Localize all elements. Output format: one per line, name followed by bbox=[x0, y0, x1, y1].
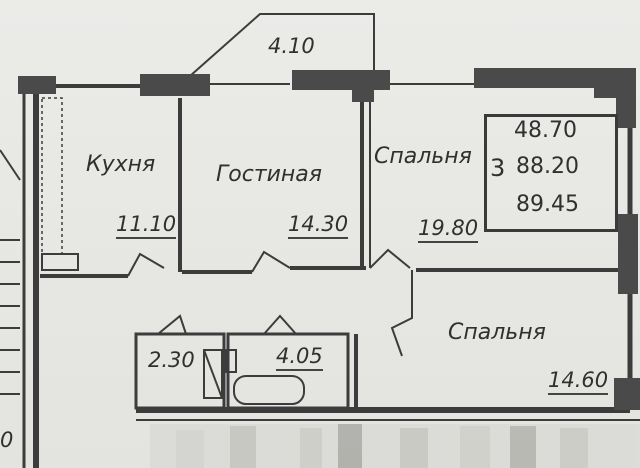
kitchen-counter bbox=[41, 97, 63, 255]
sink bbox=[225, 349, 237, 373]
room-bedroom2-name: Спальня bbox=[448, 320, 546, 345]
total-area-value: 88.20 bbox=[516, 154, 579, 179]
kitchen-counter-2 bbox=[41, 253, 79, 271]
wall-pillars bbox=[18, 68, 640, 410]
room-kitchen-area: 11.10 bbox=[116, 214, 177, 239]
pillar-5 bbox=[618, 214, 638, 294]
room-bedroom2-area: 14.60 bbox=[548, 370, 609, 395]
bathtub bbox=[233, 375, 305, 405]
balcony-outline bbox=[189, 13, 375, 77]
staircase bbox=[0, 149, 21, 395]
door-bedroom1 bbox=[369, 248, 411, 269]
room-bedroom1-name: Спальня bbox=[374, 144, 472, 169]
pillar-1 bbox=[18, 76, 56, 94]
balcony-area: 4.10 bbox=[268, 34, 315, 58]
total-with-balcony-value: 89.45 bbox=[516, 192, 579, 217]
room-living-name: Гостиная bbox=[216, 162, 323, 187]
room-bedroom1-area: 19.80 bbox=[418, 218, 479, 243]
bath-area: 4.05 bbox=[276, 346, 323, 371]
room-kitchen-name: Кухня bbox=[86, 152, 156, 177]
pillar-6 bbox=[614, 378, 640, 410]
door-bedroom2 bbox=[390, 270, 413, 357]
door-living bbox=[251, 250, 291, 273]
rooms-count: 3 bbox=[490, 154, 506, 182]
wc-fixture bbox=[203, 349, 223, 399]
door-bath bbox=[263, 314, 297, 335]
door-kitchen bbox=[127, 252, 165, 277]
wc-area: 2.30 bbox=[148, 348, 195, 372]
pillar-4 bbox=[474, 68, 636, 128]
pillar-3 bbox=[292, 70, 390, 102]
pillar-2 bbox=[140, 74, 210, 96]
edge-fragment: 0 bbox=[0, 428, 14, 452]
bottom-strip bbox=[150, 424, 640, 468]
room-living-area: 14.30 bbox=[288, 214, 349, 239]
area-summary-box bbox=[484, 114, 618, 232]
wc-fixture-diag bbox=[203, 349, 223, 399]
living-area-value: 48.70 bbox=[514, 118, 577, 143]
door-wc bbox=[157, 314, 187, 335]
